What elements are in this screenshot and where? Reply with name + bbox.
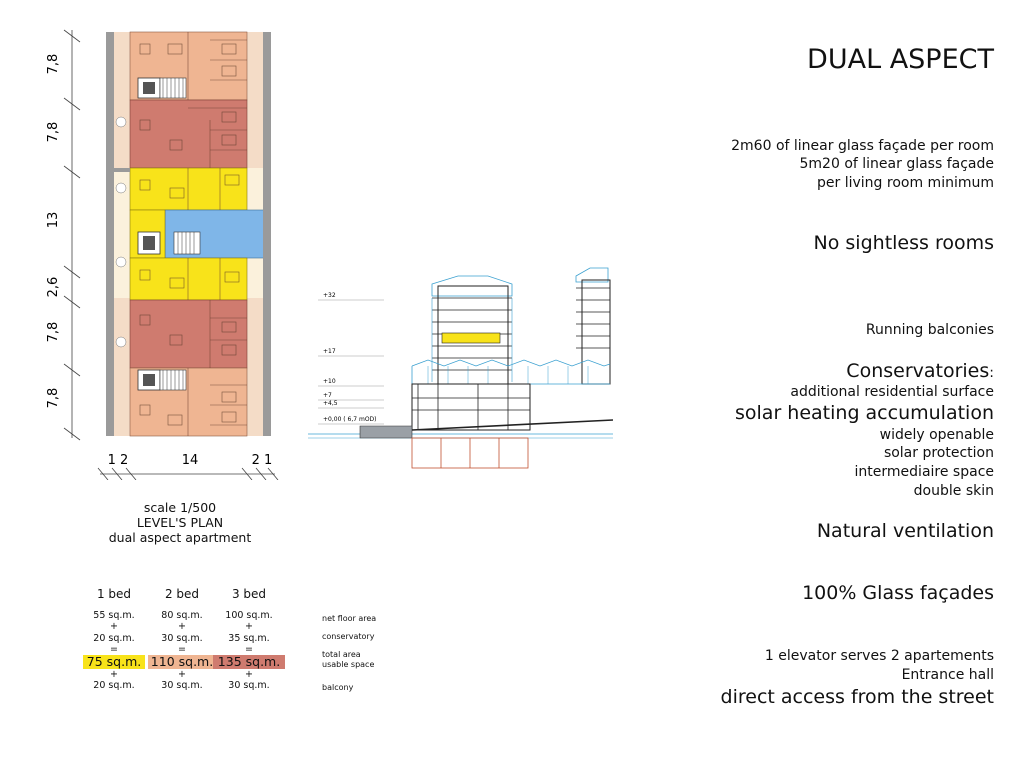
- unit-column-1-bed: 1 bed 55 sq.m. + 20 sq.m. = 75 sq.m. + 2…: [76, 588, 152, 692]
- elevator-note: 1 elevator serves 2 apartements: [764, 648, 994, 664]
- conservatories-colon: :: [989, 365, 994, 381]
- plus-sign: +: [178, 669, 186, 681]
- legend-total: total area: [322, 650, 361, 659]
- balcony-area: 20 sq.m.: [93, 680, 135, 692]
- legend-conservatory: conservatory: [322, 632, 375, 641]
- level-label-10: +10: [323, 378, 336, 385]
- equals-sign: =: [110, 643, 118, 655]
- natural-ventilation: Natural ventilation: [816, 520, 994, 542]
- unit-header: 3 bed: [231, 587, 267, 601]
- glass-line-2: 5m20 of linear glass façade: [799, 156, 994, 172]
- conservatory-feature-4: solar protection: [883, 445, 994, 461]
- dim-label-2: 7,8: [46, 122, 61, 143]
- running-balconies: Running balconies: [865, 322, 994, 338]
- total-area-badge: 110 sq.m.: [148, 655, 216, 670]
- unit-header: 1 bed: [96, 587, 132, 601]
- total-area-badge: 135 sq.m.: [213, 655, 285, 670]
- conservatory-feature-6: double skin: [913, 483, 994, 499]
- plus-sign: +: [245, 621, 253, 633]
- entrance-hall: Entrance hall: [901, 667, 994, 683]
- balcony-area: 30 sq.m.: [161, 680, 203, 692]
- plan-subtitle: dual aspect apartment: [108, 530, 252, 545]
- dim-label-1: 7,8: [46, 54, 61, 75]
- plus-sign: +: [245, 669, 253, 681]
- total-area-badge: 75 sq.m.: [83, 655, 145, 670]
- no-sightless-rooms: No sightless rooms: [813, 232, 994, 254]
- floor-plan: 7,8 7,8 13 2,6 7,8 7,8 1 2 14 2 1: [46, 29, 279, 480]
- plus-sign: +: [110, 669, 118, 681]
- dim-label-3: 13: [46, 212, 61, 229]
- level-label-17: +17: [323, 348, 336, 355]
- conservatory-area: 30 sq.m.: [161, 632, 203, 644]
- dim-label-5: 7,8: [46, 322, 61, 343]
- conservatory-feature-2: solar heating accumulation: [735, 402, 994, 424]
- dim-label-bottom-left: 1 2: [108, 453, 129, 468]
- page-title: DUAL ASPECT: [807, 44, 994, 75]
- equals-sign: =: [245, 643, 253, 655]
- net-area: 100 sq.m.: [225, 610, 273, 621]
- plan-building: [106, 31, 271, 437]
- glass-line-1: 2m60 of linear glass façade per room: [731, 138, 994, 154]
- dim-label-6: 7,8: [46, 388, 61, 409]
- stair-core-top: [137, 77, 187, 99]
- dim-label-4: 2,6: [46, 277, 61, 298]
- section-tower-2: [575, 267, 611, 385]
- level-label-32: +32: [323, 292, 336, 299]
- legend-net: net floor area: [322, 614, 377, 623]
- conservatory-feature-3: widely openable: [879, 427, 994, 443]
- conservatory-feature-5: intermediaire space: [854, 464, 994, 480]
- section-tower-1: [431, 275, 513, 385]
- net-area: 55 sq.m.: [93, 610, 135, 621]
- level-label-4-5: +4,5: [323, 400, 338, 407]
- street-access: direct access from the street: [720, 686, 994, 708]
- balcony-area: 30 sq.m.: [228, 680, 270, 692]
- legend-balcony: balcony: [322, 683, 354, 692]
- glass-facades: 100% Glass façades: [802, 582, 994, 604]
- stair-core-middle: [137, 231, 201, 255]
- plus-sign: +: [110, 621, 118, 633]
- plan-title: LEVEL'S PLAN: [136, 515, 224, 530]
- glass-line-3: per living room minimum: [817, 175, 994, 191]
- section-basement: [411, 437, 529, 469]
- stair-core-bottom: [137, 369, 187, 391]
- unit-column-3-bed: 3 bed 100 sq.m. + 35 sq.m. = 135 sq.m. +…: [211, 588, 287, 692]
- conservatory-area: 20 sq.m.: [93, 632, 135, 644]
- equals-sign: =: [178, 643, 186, 655]
- level-label-7: +7: [323, 392, 332, 399]
- dim-label-bottom-right: 2 1: [252, 453, 273, 468]
- dim-label-bottom-mid: 14: [182, 453, 199, 468]
- building-section: +32 +17 +10 +7 +4,5 +0,00 ( 6,7 mOD): [308, 267, 613, 469]
- unit-column-2-bed: 2 bed 80 sq.m. + 30 sq.m. = 110 sq.m. + …: [144, 588, 220, 692]
- plus-sign: +: [178, 621, 186, 633]
- level-label-0: +0,00 ( 6,7 mOD): [323, 416, 377, 423]
- conservatories-heading: Conservatories:: [846, 360, 994, 382]
- plan-caption: scale 1/500 LEVEL'S PLAN dual aspect apa…: [80, 500, 280, 545]
- section-podium: [411, 359, 611, 431]
- conservatory-feature-1: additional residential surface: [790, 384, 994, 400]
- conservatories-label: Conservatories: [846, 360, 990, 382]
- plan-dimension-lines: [63, 29, 279, 480]
- plan-scale: scale 1/500: [143, 500, 217, 515]
- unit-header: 2 bed: [164, 587, 200, 601]
- legend-usable: usable space: [322, 660, 375, 669]
- net-area: 80 sq.m.: [161, 610, 203, 621]
- conservatory-area: 35 sq.m.: [228, 632, 270, 644]
- section-ground: [308, 419, 613, 439]
